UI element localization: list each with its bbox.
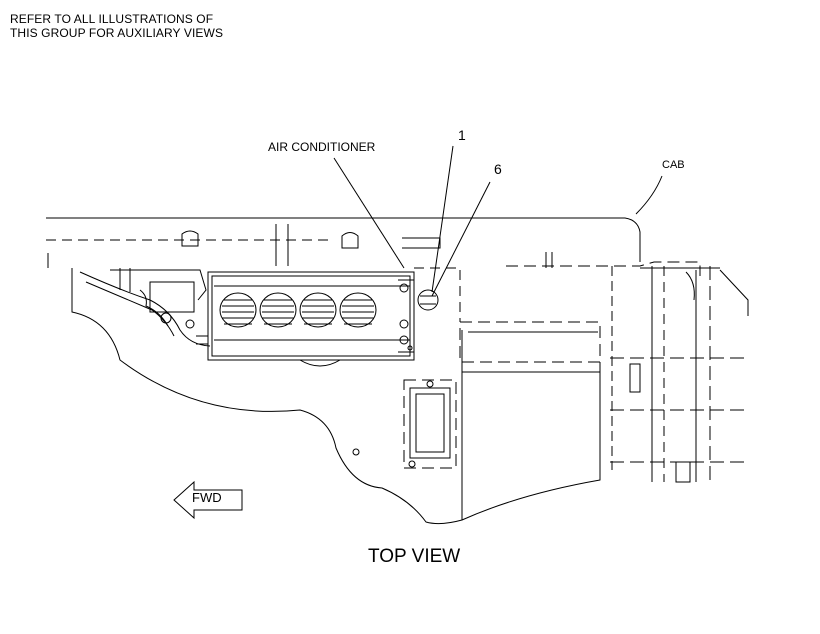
forward-arrow-label: FWD <box>192 490 222 505</box>
forward-arrow-icon <box>173 480 243 520</box>
cab-label: CAB <box>662 159 685 171</box>
ac-vent-grilles <box>219 292 377 328</box>
frame-rail <box>46 217 641 268</box>
item-1-callout: 1 <box>458 127 466 143</box>
auxiliary-views-note: REFER TO ALL ILLUSTRATIONS OF THIS GROUP… <box>10 12 223 40</box>
cab-structure <box>414 252 749 520</box>
item-6-callout: 6 <box>494 161 502 177</box>
view-title: TOP VIEW <box>368 546 461 567</box>
chassis-outline <box>71 268 601 525</box>
air-conditioner-unit <box>207 271 415 367</box>
note-line-2: THIS GROUP FOR AUXILIARY VIEWS <box>10 26 224 40</box>
hose-assembly <box>79 268 211 347</box>
air-conditioner-label: AIR CONDITIONER <box>268 140 376 154</box>
fitting-1-6 <box>398 279 439 353</box>
access-cover-panel <box>403 379 457 469</box>
note-line-1: REFER TO ALL ILLUSTRATIONS OF <box>10 12 214 26</box>
